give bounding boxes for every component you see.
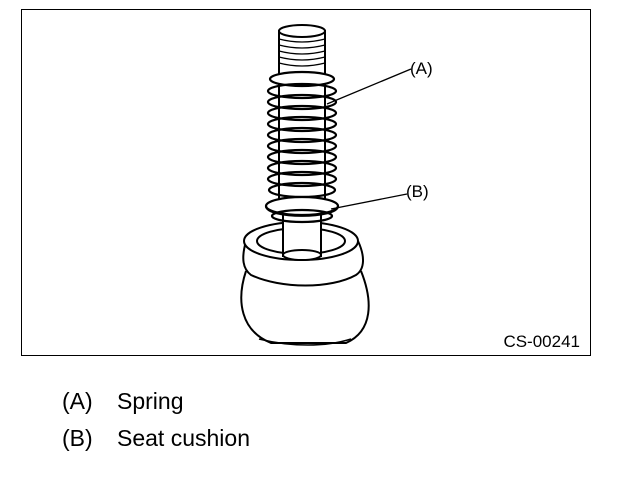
- leader-line-a: [326, 68, 412, 105]
- legend-text: Spring: [117, 388, 184, 414]
- figure-frame: (A) (B) CS-00241: [21, 9, 591, 356]
- spring-seat-illustration: [240, 24, 412, 346]
- callout-label-b: (B): [406, 182, 429, 201]
- callout-label-a: (A): [410, 59, 433, 78]
- base-body-lower-curve: [258, 338, 352, 346]
- base-body: [240, 270, 370, 344]
- spring-coils: [266, 70, 338, 199]
- legend-item-spring: (A) Spring: [62, 388, 183, 414]
- leader-line-b: [330, 193, 408, 210]
- legend-item-seat-cushion: (B) Seat cushion: [62, 425, 250, 451]
- seat-cushion-ring: [264, 195, 340, 224]
- legend-key: (A): [62, 388, 93, 414]
- legend-key: (B): [62, 425, 93, 451]
- legend-text: Seat cushion: [117, 425, 250, 451]
- stud-top: [278, 24, 326, 38]
- figure-code: CS-00241: [503, 332, 580, 351]
